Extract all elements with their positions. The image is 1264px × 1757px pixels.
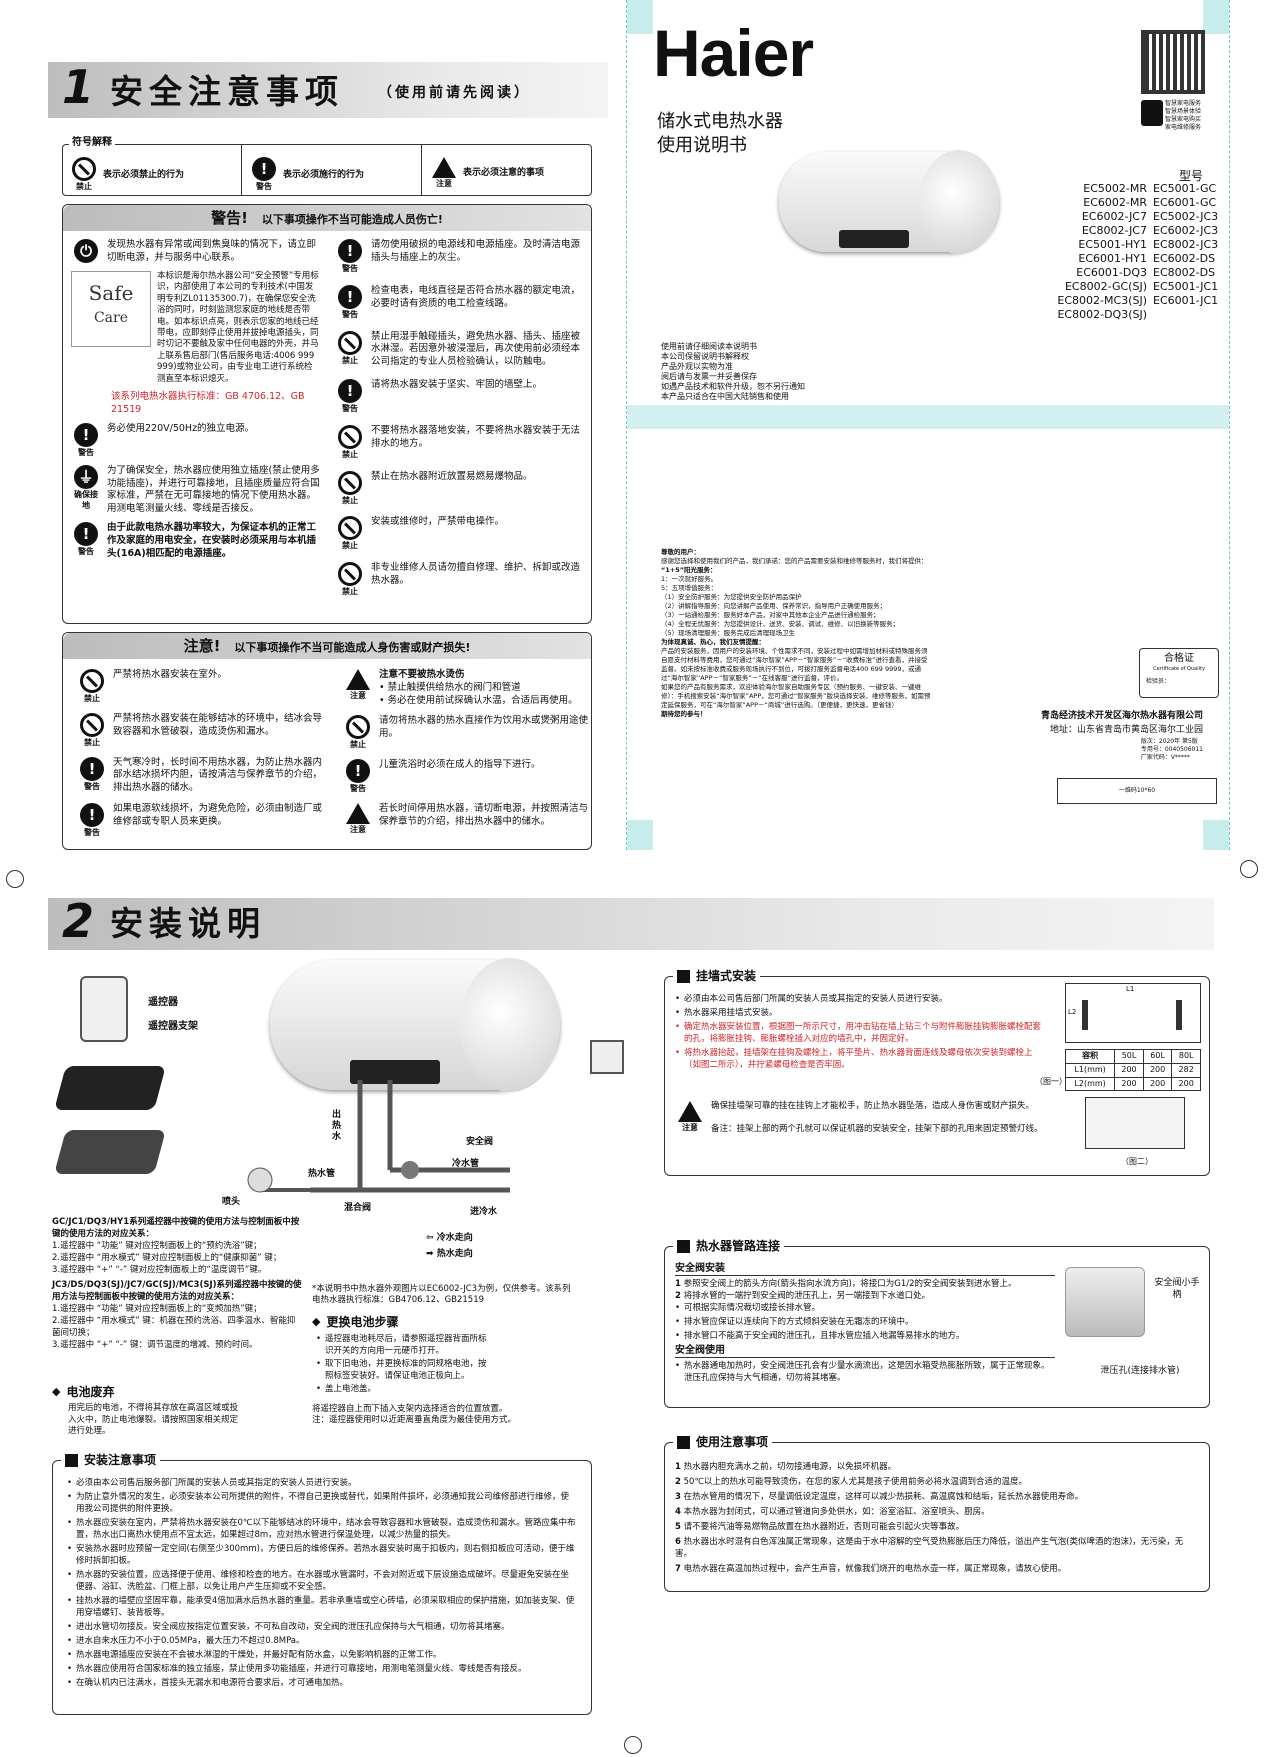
label-relief-hole: 泄压孔(连接排水管)	[1100, 1366, 1180, 1376]
legend-cold: ⇦ 冷水走向	[426, 1233, 473, 1243]
ground-icon: ⏚	[74, 464, 98, 489]
warning-item: !警告务必使用220V/50Hz的独立电源。	[71, 422, 321, 459]
section1-number: 1	[62, 60, 95, 114]
remote-holder-image	[80, 976, 128, 1042]
caution-left-col: 禁止严禁将热水器安装在室外。 禁止严禁将热水器安装在能够结冰的环境中，结冰会导致…	[77, 669, 322, 845]
warning-right-col: !警告请勿使用破损的电源线和电源插座。及时清洁电源插头与插座上的灰尘。 !警告检…	[335, 239, 585, 604]
label-mixing-valve: 混合阀	[344, 1203, 372, 1213]
haier-logo: Haier	[653, 16, 814, 90]
remote-illustration	[50, 970, 250, 1190]
section1-title: 安全注意事项	[110, 72, 344, 111]
wall-caution: 注意 确保挂墙架可靠的挂在挂钩上才能松手，防止热水器坠落，造成人身伤害或财产损失…	[675, 1101, 1055, 1135]
remote-key-mapping: GC/JC1/DQ3/HY1系列遥控器中按键的使用方法与控制面板中按键的使用方法…	[52, 1217, 302, 1350]
exclaim-icon: !	[252, 157, 276, 181]
fig2-diagram	[1085, 1097, 1185, 1149]
service-letter: 尊敬的用户： 感谢您选择和使用我们的产品，我们承诺：您的产品需要安装和维修等服务…	[661, 548, 931, 718]
cover-notes: 使用前请仔细阅读本说明书本公司保留说明书解释权产品外观以实物为准阅后请与发票一并…	[661, 342, 805, 401]
pipe-connection-box: 热水器管路连接 安全阀安装 1 参照安全阀上的箭头方向(箭头指向水流方向)，将接…	[664, 1238, 1210, 1408]
label-remote: 遥控器	[148, 997, 178, 1008]
safety-valve-image	[1065, 1267, 1145, 1337]
fig1-diagram: L1 L2	[1065, 983, 1201, 1043]
warning-box: 警告!以下事项操作不当可能造成人员伤亡! ⏻发现热水器有异常或闻到焦臭味的情况下…	[62, 204, 592, 624]
cover-title-1: 储水式电热水器	[657, 111, 783, 132]
wall-mount-box: 挂墙式安装 必须由本公司售后部门所属的安装人员或其指定的安装人员进行安装。热水器…	[664, 968, 1210, 1176]
symbol-prohibit: 禁止 表示必须禁止的行为	[69, 157, 239, 193]
label-hot-pipe: 热水管	[308, 1169, 336, 1179]
triangle-warning-icon	[432, 157, 456, 178]
label-hot-out: 出热水	[332, 1110, 342, 1142]
crop-mark-right	[1240, 860, 1258, 878]
section2-number: 2	[62, 894, 95, 948]
warning-standard: 该系列电热水器执行标准：GB 4706.12、GB 21519	[111, 391, 305, 416]
qr-side-labels: 智慧家电服务智慧场景体验智慧家电购买家电维修服务	[1141, 100, 1205, 132]
remote-image	[54, 1066, 166, 1110]
section1-subtitle: （使用前请先阅读）	[378, 85, 531, 101]
symbols-title: 符号解释	[69, 136, 115, 150]
fig1-label: （图一）	[1035, 1077, 1067, 1086]
section1-header-band	[48, 62, 608, 118]
label-cold-in: 进冷水	[470, 1207, 498, 1217]
company-name: 青岛经济技术开发区海尔热水器有限公司	[1040, 711, 1203, 721]
qr-code	[1141, 30, 1205, 94]
section2-header-band	[48, 898, 1214, 950]
warning-left-col: ⏻发现热水器有异常或闻到焦臭味的情况下，请立即切断电源，并与服务中心联系。 Sa…	[71, 239, 321, 566]
battery-dispose: ◆电池废弃 用完后的电池，不得将其存放在高温区域或投入火中，防止电池爆裂。请按照…	[52, 1384, 239, 1437]
symbol-caution: 注意 表示必须注意的事项	[429, 157, 589, 190]
label-safety-valve: 安全阀	[466, 1137, 494, 1147]
prohibit-icon	[72, 157, 96, 181]
caution-box: 注意!以下事项操作不当可能造成人身伤害或财产损失! 禁止严禁将热水器安装在室外。…	[62, 632, 592, 850]
install-notes-box: 安装注意事项 必须由本公司售后服务部门所属的安装人员或其指定的安装人员进行安装。…	[52, 1452, 592, 1715]
label-remote-holder: 遥控器支架	[148, 1021, 198, 1032]
legend-hot: ➡ 热水走向	[426, 1249, 473, 1259]
warning-header: 警告!以下事项操作不当可能造成人员伤亡!	[63, 205, 591, 231]
symbol-warning: !警告 表示必须施行的行为	[249, 157, 419, 193]
crop-mark-bottom	[624, 1736, 642, 1754]
caution-right-col: 注意注意不要被热水烫伤• 禁止触摸供给热水的阀门和管道 • 务必在使用前试探确认…	[343, 669, 588, 842]
section2-title: 安装说明	[110, 904, 266, 943]
fig2-label: （图二）	[1121, 1157, 1153, 1166]
caution-header: 注意!以下事项操作不当可能造成人身伤害或财产损失!	[63, 633, 591, 659]
model-label: 型号	[1178, 169, 1203, 183]
wall-socket-image	[590, 1040, 624, 1074]
barcode-box: 一维码10*60	[1057, 778, 1217, 804]
warning-item: ⏻发现热水器有异常或闻到焦臭味的情况下，请立即切断电源，并与服务中心联系。	[71, 239, 321, 265]
warning-item: ⏚确保接地为了确保安全，热水器应使用独立插座(禁止使用多功能插座)，并进行可靠接…	[74, 464, 320, 515]
model-note: *本说明书中热水器外观图片以EC6002-JC3为例，仅供参考。该系列电热水器执…	[312, 1284, 571, 1306]
crop-mark-left	[6, 870, 24, 888]
symbols-box: 符号解释 禁止 表示必须禁止的行为 !警告 表示必须施行的行为 注意 表示必须注…	[62, 136, 592, 196]
plug-icon: ⏻	[74, 239, 98, 263]
usage-notes-box: 使用注意事项 1 热水器内胆充满水之前，切勿接通电源，以免损坏机器。 2 50℃…	[664, 1434, 1210, 1592]
water-heater-image	[779, 150, 999, 254]
certificate-box: 合格证 Certificate of Quality 检验员：	[1139, 648, 1219, 698]
install-heater-image	[270, 958, 560, 1092]
remote-back-image	[54, 1130, 166, 1174]
label-cold-pipe: 冷水管	[452, 1159, 480, 1169]
label-shower: 喷头	[222, 1197, 241, 1207]
cover-title-2: 使用说明书	[657, 135, 747, 156]
warning-item: !警告由于此款电热水器功率较大，为保证本机的正常工作及家庭的用电安全，在安装时必…	[71, 521, 321, 560]
battery-change: ◆更换电池步骤 遥控器电池耗尽后，请参照遥控器背面所标识开关的方向用一元硬币打开…	[312, 1314, 572, 1426]
company-address: 地址：山东省青岛市黄岛区海尔工业园	[1049, 725, 1203, 735]
cover-panel: Haier 储水式电热水器 使用说明书 智慧家电服务智慧场景体验智慧家电购买家电…	[626, 0, 1230, 850]
label-valve-handle: 安全阀小手柄	[1154, 1278, 1200, 1301]
pipe-diagram	[247, 1080, 510, 1193]
